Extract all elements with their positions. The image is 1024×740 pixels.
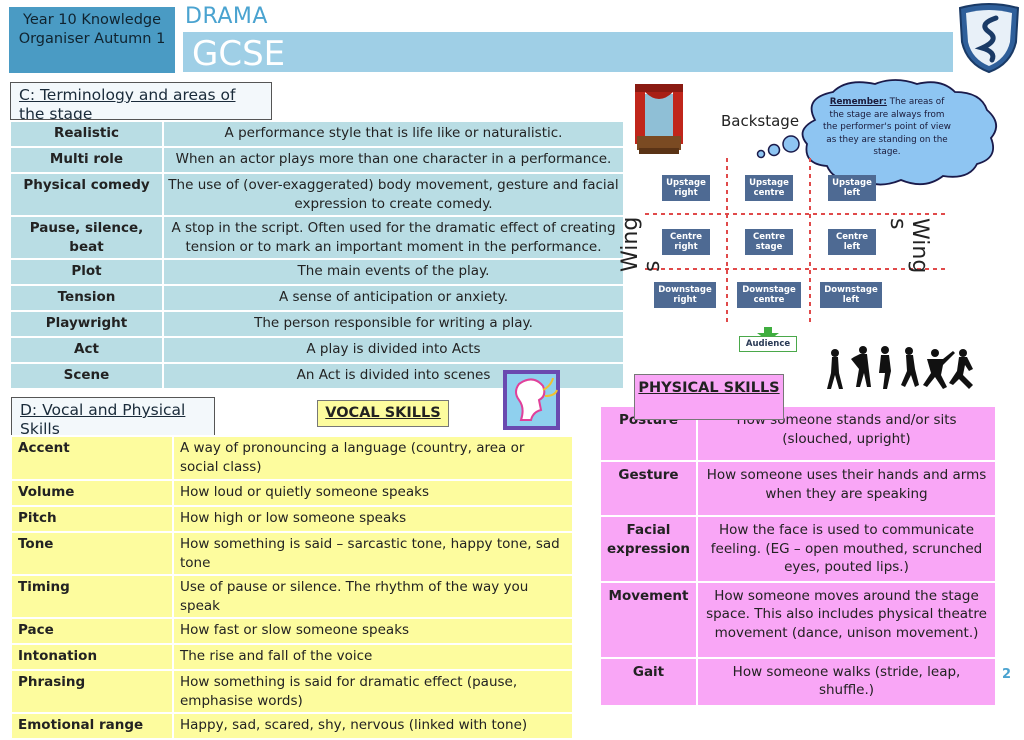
stage-cell-centre-left: Centre left [828, 229, 876, 255]
definition-cell: The person responsible for writing a pla… [162, 310, 625, 338]
definition-cell: Use of pause or silence. The rhythm of t… [172, 574, 574, 619]
term-cell: Movement [599, 580, 698, 659]
term-cell: Realistic [9, 120, 164, 148]
year-title: Year 10 Knowledge Organiser Autumn 1 [9, 7, 175, 73]
vocal-skills-title: VOCAL SKILLS [317, 400, 449, 427]
remember-label: Remember: [829, 97, 887, 107]
term-cell: Tone [10, 531, 174, 576]
term-cell: Facial expression [599, 515, 698, 583]
term-cell: Physical comedy [9, 172, 164, 217]
school-crest-icon [958, 3, 1020, 74]
definition-cell: The main events of the play. [162, 258, 625, 286]
definition-cell: How loud or quietly someone speaks [172, 479, 574, 507]
term-cell: Scene [9, 362, 164, 390]
definition-cell: How something is said for dramatic effec… [172, 669, 574, 714]
stage-cell-downstage-right: Downstage right [654, 282, 716, 308]
definition-cell: How someone moves around the stage space… [696, 580, 997, 659]
term-cell: Act [9, 336, 164, 364]
definition-cell: How something is said – sarcastic tone, … [172, 531, 574, 576]
definition-cell: An Act is divided into scenes [162, 362, 625, 390]
theatre-stage-icon [635, 84, 683, 154]
term-cell: Tension [9, 284, 164, 312]
term-cell: Emotional range [10, 712, 174, 740]
audience-label: Audience [739, 336, 797, 352]
physical-skills-title: PHYSICAL SKILLS [634, 374, 784, 420]
term-cell: Playwright [9, 310, 164, 338]
remember-note: Remember: The areas of the stage are alw… [822, 96, 952, 159]
term-cell: Pace [10, 617, 174, 645]
remember-text: The areas of the stage are always from t… [823, 97, 951, 157]
stage-cell-upstage-left: Upstage left [828, 175, 876, 201]
definition-cell: A sense of anticipation or anxiety. [162, 284, 625, 312]
stage-cell-upstage-right: Upstage right [662, 175, 710, 201]
term-cell: Intonation [10, 643, 174, 671]
section-c-heading: C: Terminology and areas of the stage [10, 82, 272, 120]
wings-left-label: Wings [618, 216, 665, 272]
term-cell: Accent [10, 435, 174, 481]
definition-cell: The use of (over-exaggerated) body movem… [162, 172, 625, 217]
stage-grid-lines [645, 158, 945, 323]
page-number: 2 [1002, 667, 1012, 682]
definition-cell: How someone uses their hands and arms wh… [696, 460, 997, 517]
gcse-banner [183, 32, 953, 72]
definition-cell: How fast or slow someone speaks [172, 617, 574, 645]
subject-title: DRAMA [185, 4, 268, 29]
definition-cell: How high or low someone speaks [172, 505, 574, 533]
term-cell: Plot [9, 258, 164, 286]
stage-cell-upstage-centre: Upstage centre [745, 175, 793, 201]
stage-cell-centre-right: Centre right [662, 229, 710, 255]
wings-right-label: Wings [885, 218, 932, 274]
stage-cell-downstage-centre: Downstage centre [737, 282, 801, 308]
stage-cell-downstage-left: Downstage left [820, 282, 882, 308]
term-cell: Volume [10, 479, 174, 507]
term-cell: Gait [599, 656, 698, 707]
term-cell: Timing [10, 574, 174, 619]
definition-cell: Happy, sad, scared, shy, nervous (linked… [172, 712, 574, 740]
stage-cell-centre-stage: Centre stage [745, 229, 793, 255]
term-cell: Multi role [9, 146, 164, 174]
definition-cell: How the face is used to communicate feel… [696, 515, 997, 583]
definition-cell: How someone walks (stride, leap, shuffle… [696, 656, 997, 707]
dancers-silhouette-icon [827, 346, 973, 389]
definition-cell: A performance style that is life like or… [162, 120, 625, 148]
backstage-label: Backstage [721, 112, 800, 130]
remember-thought-cloud [756, 79, 997, 186]
definition-cell: A play is divided into Acts [162, 336, 625, 364]
definition-cell: The rise and fall of the voice [172, 643, 574, 671]
term-cell: Phrasing [10, 669, 174, 714]
term-cell: Pause, silence, beat [9, 215, 164, 260]
course-title: GCSE [192, 34, 286, 74]
definition-cell: When an actor plays more than one charac… [162, 146, 625, 174]
term-cell: Pitch [10, 505, 174, 533]
term-cell: Gesture [599, 460, 698, 517]
voice-head-icon [503, 370, 560, 430]
definition-cell: A way of pronouncing a language (country… [172, 435, 574, 481]
definition-cell: A stop in the script. Often used for the… [162, 215, 625, 260]
